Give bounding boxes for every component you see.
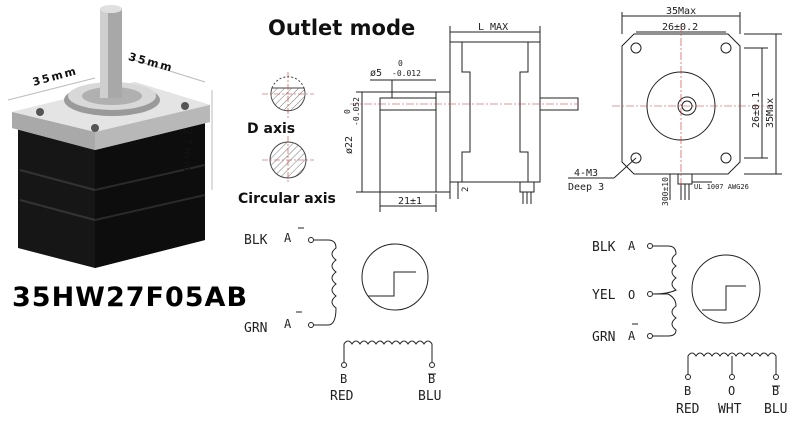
wire-spec-label: UL 1007 AWG26 xyxy=(694,183,749,191)
w4-a-label: A xyxy=(284,231,292,245)
boss-tol-lower: -0.052 xyxy=(352,97,361,126)
boss-tol-upper: 0 xyxy=(343,109,352,114)
w4-b-label: B xyxy=(340,372,347,386)
shaft-section-diagram xyxy=(262,72,314,184)
w6-a-color: BLK xyxy=(592,240,616,255)
w4-a-color: BLK xyxy=(244,233,268,248)
boss-dia-label: ø22 xyxy=(344,136,355,154)
wiring-6-diagram: BLK A YEL O GRN A B RED O WHT B BLU xyxy=(592,239,787,417)
shaft-length-label: 21±1 xyxy=(398,196,422,207)
shaft-tol-upper: 0 xyxy=(398,59,403,68)
hole-pitch-v-label: 26±0.1 xyxy=(751,92,762,128)
d-axis-label: D axis xyxy=(247,121,296,137)
motor-photo xyxy=(7,5,213,268)
w6-a-label: A xyxy=(628,239,636,253)
w6-b-color: RED xyxy=(676,402,700,417)
w6-b-label: B xyxy=(684,384,691,398)
model-number: 35HW27F05AB xyxy=(12,282,249,313)
w4-abar-label: A xyxy=(284,317,292,331)
hole-pitch-h-label: 26±0.2 xyxy=(662,22,698,33)
w6-abar-label: A xyxy=(628,329,636,343)
l-max-label: L MAX xyxy=(478,22,508,33)
mount-depth-label: Deep 3 xyxy=(568,182,604,193)
side-view-drawing: L MAX ø5 0 -0.012 ø22 0 -0.052 21±1 2 xyxy=(343,22,579,212)
wiring-4-diagram: BLK A GRN A B RED B BLU xyxy=(244,227,441,404)
shaft-tol-lower: -0.012 xyxy=(392,69,421,78)
w4-abar-color: GRN xyxy=(244,321,267,336)
boss-height-label: 2 xyxy=(461,187,471,192)
w4-bbar-color: BLU xyxy=(418,389,441,404)
height-max-label: 35Max xyxy=(765,98,776,128)
w6-bbar-label: B xyxy=(772,384,779,398)
w4-b-color: RED xyxy=(330,389,354,404)
w6-bmid-color: WHT xyxy=(718,402,742,417)
lead-length-label: 300±10 xyxy=(661,177,670,206)
w6-mid-color: YEL xyxy=(592,288,616,303)
outlet-mode-title: Outlet mode xyxy=(268,16,416,40)
w6-mid-label: O xyxy=(628,288,635,302)
w6-abar-color: GRN xyxy=(592,330,615,345)
circular-axis-label: Circular axis xyxy=(238,191,336,207)
dim-height-label: 27mm xyxy=(181,128,194,175)
shaft-dia-label: ø5 xyxy=(370,68,382,79)
width-max-label: 35Max xyxy=(666,6,696,17)
w6-bmid-label: O xyxy=(728,384,735,398)
w4-bbar-label: B xyxy=(428,372,435,386)
mount-holes-label: 4-M3 xyxy=(574,168,598,179)
front-view-drawing: 35Max 26±0.2 26±0.1 35Max 4-M3 Deep 3 30… xyxy=(568,6,782,206)
w6-bbar-color: BLU xyxy=(764,402,787,417)
